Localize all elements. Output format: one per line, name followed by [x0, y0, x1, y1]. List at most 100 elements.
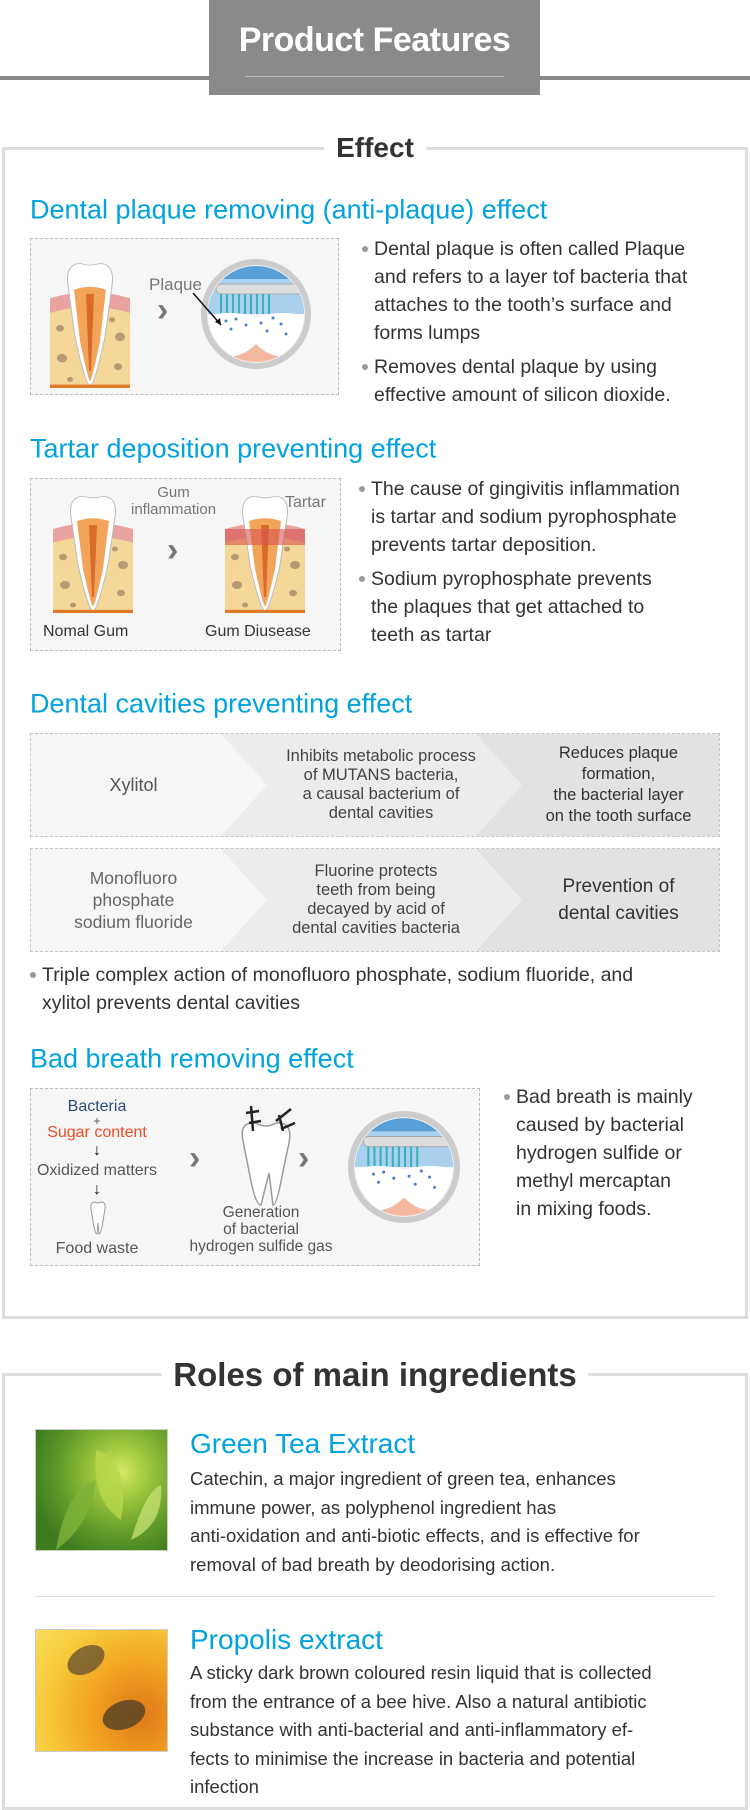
text-line: Fluorine protects [314, 862, 438, 880]
tartar-label: Tartar [285, 494, 326, 511]
page-title-box: Product Features [209, 0, 540, 95]
breath-heading: Bad breath removing effect [30, 1043, 354, 1074]
text-line: methyl mercaptan [516, 1170, 671, 1192]
effect-title: Effect [324, 132, 426, 164]
text-line: attaches to the tooth’s surface and [374, 294, 672, 316]
green-tea-title: Green Tea Extract [190, 1428, 416, 1459]
text-line: Inhibits metabolic process [286, 747, 476, 765]
normal-gum-label: Nomal Gum [43, 623, 129, 640]
bacteria-label: Bacteria [67, 1098, 127, 1115]
plaque-bullet-2: Removes dental plaque by using effective… [361, 353, 687, 409]
text-line: formation, [581, 765, 656, 783]
chevron-right-icon: › [167, 531, 179, 569]
text-line: Sodium pyrophosphate prevents [371, 568, 652, 590]
toothbrush-icon [348, 1111, 460, 1223]
arrow-icon [192, 292, 222, 326]
text-line: of MUTANS bacteria, [303, 766, 459, 784]
green-tea-image [35, 1429, 168, 1551]
chevron-right-icon: › [298, 1139, 310, 1177]
propolis-title: Propolis extract [190, 1624, 383, 1655]
text-line: Bad breath is mainly [516, 1086, 693, 1108]
text-line: A sticky dark brown coloured resin liqui… [190, 1662, 652, 1683]
page-title: Product Features [238, 21, 511, 59]
text-line: teeth from being [316, 881, 436, 899]
text-line: decayed by acid of [307, 900, 445, 918]
chevron-right-icon: › [189, 1139, 201, 1177]
plaque-label: Plaque [149, 275, 202, 294]
text-line: Gum [157, 484, 190, 501]
propolis-desc: A sticky dark brown coloured resin liqui… [190, 1659, 652, 1802]
breath-bullets: Bad breath is mainly caused by bacterial… [504, 1083, 693, 1223]
flow-result: Prevention of dental cavities [521, 849, 716, 951]
text-line: Prevention of [562, 876, 675, 897]
oxidized-label: Oxidized matters [36, 1162, 158, 1179]
text-line: prevents tartar deposition. [371, 534, 597, 556]
text-line: Catechin, a major ingredient of green te… [190, 1468, 616, 1489]
text-line: Dental plaque is often called Plaque [374, 238, 686, 260]
flow-ingredient: Monofluoro phosphate sodium fluoride [31, 849, 236, 951]
cavities-note: Triple complex action of monofluoro phos… [29, 961, 634, 1017]
text-line: infection [190, 1776, 259, 1797]
plus-sign: + [93, 1114, 101, 1128]
flow-ingredient: Xylitol [109, 774, 158, 795]
text-line: Removes dental plaque by using [374, 356, 657, 378]
text-line: Triple complex action of monofluoro phos… [42, 964, 634, 986]
text-line: caused by bacterial [516, 1114, 685, 1136]
tartar-bullet-2: Sodium pyrophosphate prevents the plaque… [359, 565, 680, 649]
text-line: The cause of gingivitis inflammation [371, 478, 680, 500]
chevron-right-icon: › [157, 291, 169, 329]
cavities-bullet: Triple complex action of monofluoro phos… [29, 961, 634, 1017]
arrow-down-icon: ↓ [93, 1181, 101, 1198]
text-line: sodium fluoride [74, 912, 193, 932]
roles-title: Roles of main ingredients [161, 1356, 589, 1394]
propolis-image [35, 1629, 168, 1752]
text-line: xylitol prevents dental cavities [42, 992, 300, 1014]
title-underline [245, 76, 504, 77]
tartar-heading: Tartar deposition preventing effect [30, 433, 437, 464]
cavities-flow-row-2: Monofluoro phosphate sodium fluoride Flu… [30, 848, 720, 952]
gum-disease-label: Gum Diusease [205, 623, 311, 640]
text-line: fects to minimise the increase in bacter… [190, 1747, 636, 1769]
text-line: on the tooth surface [545, 807, 692, 825]
text-line: hydrogen sulfide gas [189, 1238, 333, 1255]
text-line: effective amount of silicon dioxide. [374, 384, 671, 406]
breath-bullet: Bad breath is mainly caused by bacterial… [504, 1083, 693, 1223]
text-line: and refers to a layer tof bacteria that [374, 266, 688, 288]
plaque-heading: Dental plaque removing (anti-plaque) eff… [30, 194, 548, 225]
tartar-illustration: Gum inflammation Tartar › Nomal Gum Gum … [30, 478, 341, 651]
diseased-tooth-icon [225, 493, 305, 613]
plaque-bullets: Dental plaque is often called Plaque and… [361, 235, 688, 409]
text-line: dental cavities [558, 903, 679, 924]
text-line: dental cavities bacteria [292, 919, 460, 937]
text-line: the plaques that get attached to [371, 596, 645, 618]
normal-tooth-icon [53, 493, 133, 613]
leaf-icon [56, 1450, 162, 1550]
flow-action: Fluorine protects teeth from being decay… [251, 849, 501, 951]
gum-inflammation-label: Gum inflammation [131, 484, 216, 518]
breath-illustration: Bacteria + Sugar content ↓ Oxidized matt… [30, 1088, 480, 1266]
text-line: of bacterial [223, 1221, 299, 1238]
text-line: from the entrance of a bee hive. Also a … [190, 1690, 647, 1712]
plaque-bullet-1: Dental plaque is often called Plaque and… [361, 235, 688, 347]
food-waste-label: Food waste [55, 1240, 139, 1257]
text-line: phosphate [92, 890, 175, 910]
decayed-tooth-icon [241, 1105, 296, 1206]
text-line: inflammation [131, 501, 217, 518]
text-line: Generation [222, 1204, 300, 1221]
text-line: Monofluoro [89, 868, 178, 888]
text-line: is tartar and sodium pyrophosphate [371, 506, 677, 528]
generation-label: Generation of bacterial hydrogen sulfide… [171, 1204, 351, 1255]
text-line: the bacterial layer [553, 786, 684, 804]
arrow-down-icon: ↓ [93, 1142, 101, 1159]
sugar-label: Sugar content [47, 1124, 147, 1141]
text-line: anti-oxidation and anti-biotic effects, … [190, 1525, 640, 1546]
cavities-heading: Dental cavities preventing effect [30, 688, 413, 719]
tooth-icon [50, 260, 130, 388]
tartar-bullets: The cause of gingivitis inflammation is … [359, 475, 680, 649]
text-line: Reduces plaque [558, 744, 679, 762]
tartar-bullet-1: The cause of gingivitis inflammation is … [359, 475, 680, 559]
text-line: a causal bacterium of [302, 785, 460, 803]
text-line: immune power, as polyphenol ingredient h… [190, 1496, 557, 1518]
text-line: in mixing foods. [516, 1198, 652, 1220]
text-line: teeth as tartar [371, 624, 492, 646]
